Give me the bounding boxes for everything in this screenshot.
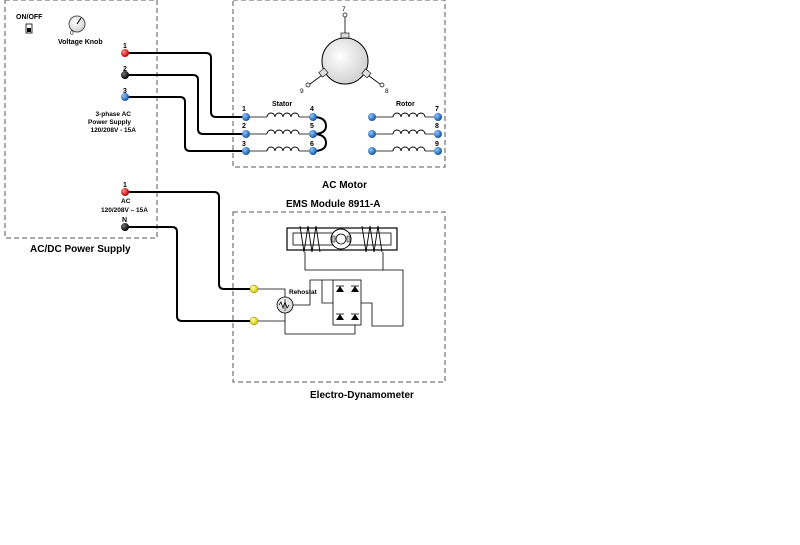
rheostat-lead-bottom <box>254 313 286 322</box>
rotor-terminal-8[interactable] <box>434 130 442 138</box>
ps-3ph-term-label-2: 2 <box>123 66 127 73</box>
dynamometer-box <box>232 211 446 383</box>
knob-zero-mark: 0 <box>70 30 74 37</box>
rotor-label-9: 9 <box>435 141 439 148</box>
ps-ac-term-label-n: N <box>122 217 127 224</box>
rotor-label-7: 7 <box>435 106 439 113</box>
ps-3ph-terminal-1[interactable] <box>121 49 129 57</box>
ac-motor-box <box>232 0 446 168</box>
dynamometer-field <box>286 225 398 271</box>
power-supply-title: AC/DC Power Supply <box>30 244 131 255</box>
terminals <box>121 49 442 326</box>
wire-ac-line <box>125 191 254 290</box>
wire-ac-neutral <box>125 226 254 322</box>
voltage-knob-label: Voltage Knob <box>58 39 103 46</box>
dyn-terminal-line[interactable] <box>249 284 259 294</box>
rheostat-lead-top <box>254 288 286 297</box>
ac-label-line-1: AC <box>121 198 131 205</box>
wire-phase-3 <box>125 96 246 152</box>
stator-label-1: 1 <box>242 106 246 113</box>
ps-ac-terminal-n[interactable] <box>121 223 129 231</box>
switch-label: ON/OFF <box>16 14 43 21</box>
stator-terminal-1[interactable] <box>242 113 250 121</box>
ps-3ph-terminal-3[interactable] <box>121 93 129 101</box>
stator-label-3: 3 <box>242 141 246 148</box>
stator-windings <box>246 112 313 152</box>
stator-label: Stator <box>272 101 293 108</box>
rheostat-symbol[interactable] <box>276 296 294 314</box>
stator-terminal-4[interactable] <box>309 113 317 121</box>
dynamometer-title: Electro-Dynamometer <box>310 390 414 401</box>
motor-symbol-label-7: 7 <box>342 6 346 13</box>
motor-symbol-label-9: 9 <box>300 88 304 95</box>
ps-3ph-term-label-3: 3 <box>123 88 127 95</box>
ps-3ph-term-label-1: 1 <box>123 43 127 50</box>
stator-label-2: 2 <box>242 123 246 130</box>
stator-terminal-6[interactable] <box>309 147 317 155</box>
three-phase-label-line-1: 3-phase AC <box>95 111 131 118</box>
stator-label-4: 4 <box>310 106 314 113</box>
rotor-left-terminal-2[interactable] <box>368 130 376 138</box>
dyn-terminal-neutral[interactable] <box>249 316 259 326</box>
stator-terminal-3[interactable] <box>242 147 250 155</box>
rheostat-to-bridge <box>293 279 333 306</box>
ps-3ph-terminal-2[interactable] <box>121 71 129 79</box>
rotor-terminal-9[interactable] <box>434 147 442 155</box>
power-supply-box <box>4 0 158 239</box>
ps-ac-terminal-1[interactable] <box>121 188 129 196</box>
three-phase-label-line-2: Power Supply <box>88 119 131 126</box>
rheostat-label: Rehostat <box>289 289 318 296</box>
stator-terminal-2[interactable] <box>242 130 250 138</box>
rotor-label-8: 8 <box>435 123 439 130</box>
stator-terminal-5[interactable] <box>309 130 317 138</box>
wire-phase-2 <box>125 74 246 135</box>
rotor-left-terminal-3[interactable] <box>368 147 376 155</box>
rotor-label: Rotor <box>396 101 415 108</box>
rotor-windings <box>372 112 438 152</box>
ac-label-line-2: 120/208V – 15A <box>101 207 148 214</box>
module-title: EMS Module 8911-A <box>286 199 380 210</box>
voltage-knob[interactable] <box>68 15 86 33</box>
motor-symbol <box>305 12 385 88</box>
motor-title: AC Motor <box>322 180 367 191</box>
three-phase-label-line-3: 120/208V - 15A <box>90 127 136 134</box>
rotor-left-terminal-1[interactable] <box>368 113 376 121</box>
wire-phase-1 <box>125 52 246 118</box>
bridge-rectifier <box>321 269 404 327</box>
rotor-terminal-7[interactable] <box>434 113 442 121</box>
motor-symbol-label-8: 8 <box>385 88 389 95</box>
on-off-switch[interactable] <box>25 23 33 34</box>
bridge-return <box>284 321 356 335</box>
stator-label-5: 5 <box>310 123 314 130</box>
stator-label-6: 6 <box>310 141 314 148</box>
ps-ac-term-label-1: 1 <box>123 182 127 189</box>
